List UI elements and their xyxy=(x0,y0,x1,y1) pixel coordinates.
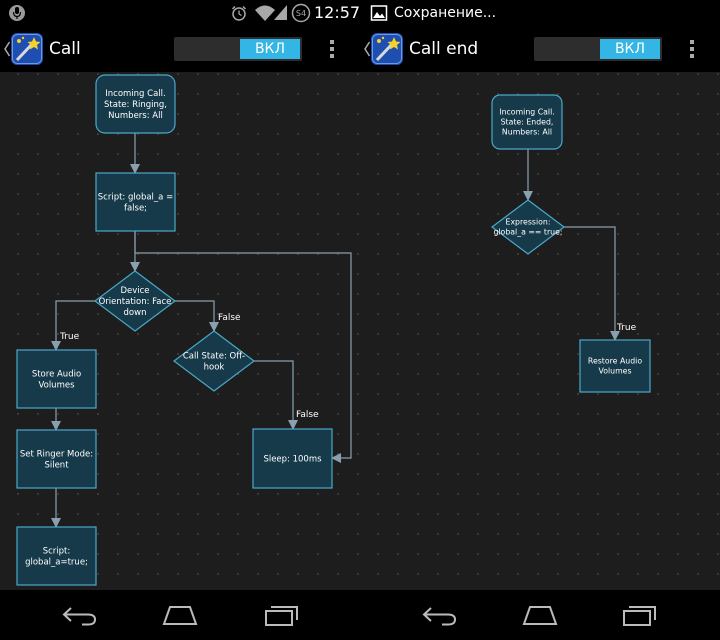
microphone-icon xyxy=(8,0,26,26)
wifi-icon xyxy=(254,0,276,26)
home-button[interactable] xyxy=(520,602,560,628)
pane-title: Call end xyxy=(409,39,479,59)
node-text-line: Orientation: Face xyxy=(99,297,172,307)
node-script-global-true[interactable]: Script:global_a=true; xyxy=(16,526,97,586)
node-text-line: Script: global_a = xyxy=(98,192,173,202)
node-shape xyxy=(252,428,333,489)
flow-connector xyxy=(51,300,95,351)
node-text-line: Numbers: All xyxy=(502,128,552,137)
node-text-line: hook xyxy=(204,362,225,372)
pane-right-header: Call end ВКЛ xyxy=(360,26,720,72)
pane-title: Call xyxy=(49,39,81,59)
node-shape xyxy=(95,74,176,134)
decision-shape xyxy=(94,270,176,332)
node-text-line: Restore Audio xyxy=(588,357,642,366)
node-set-ringer-mode[interactable]: Set Ringer Mode:Silent xyxy=(16,429,97,489)
status-bar: S4 12:57 Сохранение... xyxy=(0,0,720,26)
node-shape xyxy=(95,172,176,232)
node-text-line: Incoming Call. xyxy=(499,108,554,117)
node-shape xyxy=(16,526,97,586)
pane-left-header: Call ВКЛ xyxy=(0,26,360,72)
back-button[interactable] xyxy=(60,602,100,628)
node-text-line: Numbers: All xyxy=(108,111,163,121)
node-shape xyxy=(16,429,97,489)
node-text-line: Script: xyxy=(43,546,71,556)
edge-label: False xyxy=(296,410,319,420)
back-button[interactable] xyxy=(420,602,460,628)
image-notification-icon xyxy=(370,0,388,26)
node-text-line: Set Ringer Mode: xyxy=(20,449,93,459)
toggle-knob: ВКЛ xyxy=(600,39,660,59)
overflow-menu-icon[interactable] xyxy=(326,37,338,61)
overflow-menu-icon[interactable] xyxy=(686,37,698,61)
chevron-left-icon[interactable] xyxy=(363,39,371,59)
node-text-line: Store Audio xyxy=(32,369,81,379)
node-incoming-call-ended[interactable]: Incoming Call.State: Ended,Numbers: All xyxy=(491,94,563,150)
decision-shape xyxy=(173,330,255,392)
node-text-line: Call State: Off- xyxy=(183,351,245,361)
app-icon[interactable] xyxy=(370,32,404,66)
flow-connector xyxy=(254,360,298,430)
flow-connector xyxy=(134,231,352,463)
node-script-global-false[interactable]: Script: global_a =false; xyxy=(95,172,176,232)
node-text-line: Expression: xyxy=(506,218,551,227)
edge-label: True xyxy=(59,332,80,342)
node-shape xyxy=(491,94,563,150)
chevron-left-icon[interactable] xyxy=(3,39,11,59)
signal-icon xyxy=(272,0,290,26)
edge-label: True xyxy=(616,323,637,333)
decision-shape xyxy=(491,199,565,255)
node-text-line: global_a == true; xyxy=(493,228,562,237)
status-time: 12:57 xyxy=(314,3,361,22)
recent-apps-button[interactable] xyxy=(262,602,302,628)
recent-apps-button[interactable] xyxy=(620,602,660,628)
node-text-line: Volumes xyxy=(38,380,75,390)
action-bar: Call ВКЛ Call end ВКЛ xyxy=(0,26,720,72)
node-text-line: State: Ringing, xyxy=(104,100,167,110)
node-text-line: Incoming Call. xyxy=(105,89,165,99)
enable-toggle[interactable]: ВКЛ xyxy=(174,37,302,61)
node-text-line: false; xyxy=(124,203,147,213)
node-text-line: Volumes xyxy=(598,367,631,376)
node-text-line: down xyxy=(124,308,147,318)
node-shape xyxy=(579,339,651,393)
node-incoming-call[interactable]: Incoming Call.State: Ringing,Numbers: Al… xyxy=(95,74,176,134)
toggle-knob: ВКЛ xyxy=(240,39,300,59)
edge-label: False xyxy=(218,313,241,323)
battery-badge-text: S4 xyxy=(296,9,306,18)
flow-connector xyxy=(175,300,219,332)
node-sleep[interactable]: Sleep: 100ms xyxy=(252,428,333,489)
enable-toggle[interactable]: ВКЛ xyxy=(534,37,662,61)
node-shape xyxy=(16,349,97,409)
node-call-state-offhook[interactable]: Call State: Off-hook xyxy=(173,330,255,392)
flow-connector xyxy=(564,226,620,341)
home-button[interactable] xyxy=(160,602,200,628)
alarm-icon xyxy=(230,0,248,26)
navigation-bar xyxy=(0,590,720,640)
node-text-line: Device xyxy=(120,286,149,296)
node-text-line: global_a=true; xyxy=(25,557,88,567)
node-text-line: Silent xyxy=(44,460,69,470)
node-text-line: Sleep: 100ms xyxy=(263,454,322,464)
notification-text: Сохранение... xyxy=(394,5,497,21)
battery-badge-icon: S4 xyxy=(291,0,311,26)
node-expression[interactable]: Expression:global_a == true; xyxy=(491,199,565,255)
app-icon[interactable] xyxy=(10,32,44,66)
node-text-line: State: Ended, xyxy=(501,118,554,127)
